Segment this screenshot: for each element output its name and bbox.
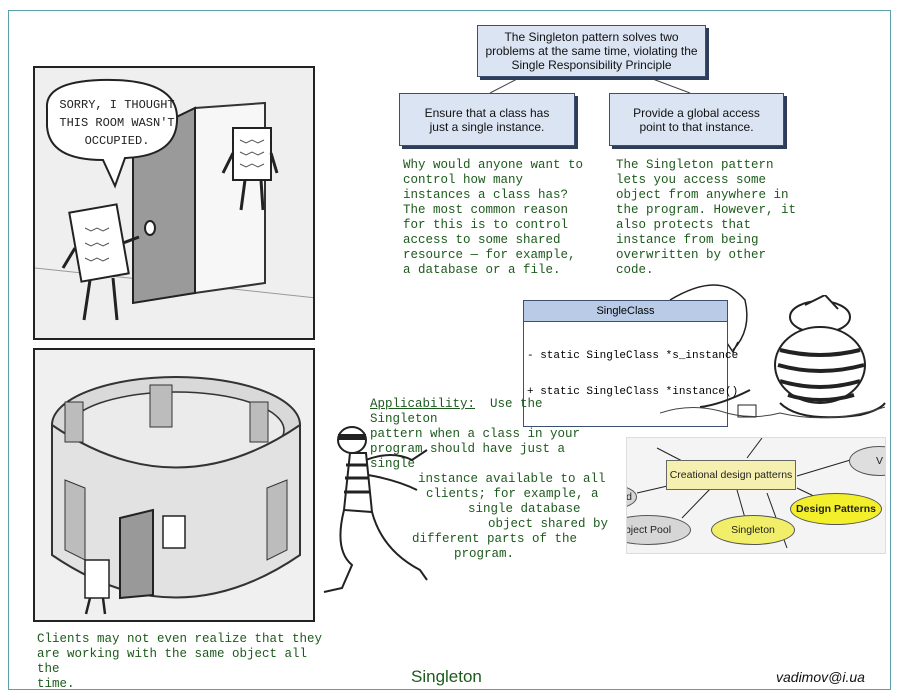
applicability-text: Applicability: Use the Singleton pattern… [370,397,609,561]
applicability-label: Applicability: [370,397,476,411]
sitting-character-illustration [660,295,886,419]
page-frame [8,10,891,690]
uml-member-instance-field: - static SingleClass *s_instance [527,350,739,362]
global-access-box: Provide a global access point to that in… [609,93,784,146]
mind-map-node-cut-right: V [849,446,885,476]
mind-map-node-singleton: Singleton [711,515,795,545]
uml-class-name: SingleClass [524,301,727,322]
mind-map-node-design-patterns: Design Patterns [790,493,882,525]
comic-illustration-round-room [35,350,313,620]
mind-map-thumbnail: d V bject Pool Creational design pattern… [626,437,886,554]
uml-class-box: SingleClass - static SingleClass *s_inst… [523,300,739,427]
uml-class-members: - static SingleClass *s_instance + stati… [524,322,739,426]
footer-email: vadimov@i.ua [776,669,865,685]
mind-map-node-object-pool: bject Pool [627,515,691,545]
thief-character-illustration [323,426,428,593]
footer-title: Singleton [411,667,482,686]
singleton-summary-box: The Singleton pattern solves two problem… [477,25,706,77]
comic-illustration-door [35,68,313,338]
comic-panel-round-room [33,348,315,622]
mind-map-node-creational: Creational design patterns [666,460,796,490]
uml-member-instance-method: + static SingleClass *instance() [527,386,739,398]
single-instance-box: Ensure that a class has just a single in… [399,93,575,146]
